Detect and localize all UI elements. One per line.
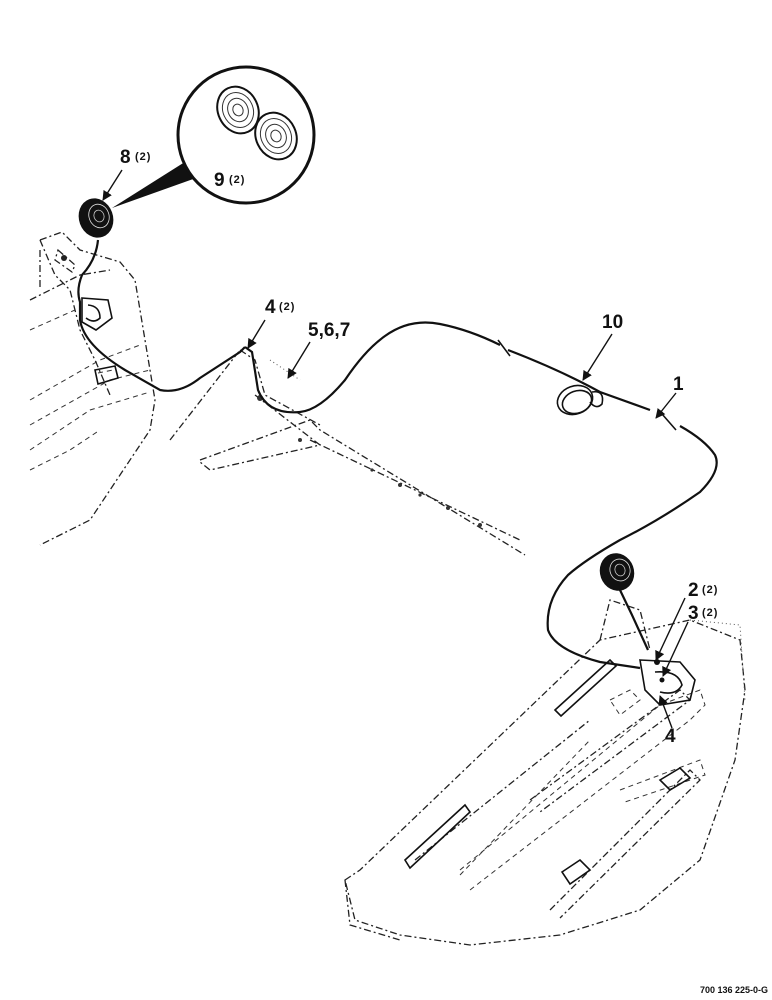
callout-8: 8 (2) xyxy=(120,147,151,168)
callout-3: 3 (2) xyxy=(688,603,718,624)
callout-3-qty: (2) xyxy=(702,607,718,619)
callout-9: 9 (2) xyxy=(214,170,245,191)
lens-detail-magnifier xyxy=(112,65,316,208)
left-lamp xyxy=(78,198,114,238)
callout-10-number: 10 xyxy=(602,312,623,333)
callout-2-number: 2 xyxy=(688,580,699,601)
leader-lines xyxy=(102,169,689,729)
left-frame-structure xyxy=(29,231,156,546)
callout-10: 10 xyxy=(602,312,623,333)
callout-4-top-number: 4 xyxy=(265,297,276,318)
right-lamp xyxy=(599,553,635,591)
callout-1: 1 xyxy=(673,374,684,395)
callout-4-bottom-number: 4 xyxy=(665,726,676,747)
lens-right-icon xyxy=(254,111,298,161)
callout-4-top: 4 (2) xyxy=(265,297,295,318)
callout-8-qty: (2) xyxy=(135,151,151,163)
callout-5-6-7-number: 5,6,7 xyxy=(308,320,350,341)
callout-2: 2 (2) xyxy=(688,580,718,601)
callout-2-qty: (2) xyxy=(702,584,718,596)
callout-4-top-qty: (2) xyxy=(279,301,295,313)
center-frame-rail xyxy=(169,349,526,556)
callout-1-number: 1 xyxy=(673,374,684,395)
wiring-harness xyxy=(77,239,718,670)
callout-5-6-7: 5,6,7 xyxy=(308,320,350,341)
callout-8-number: 8 xyxy=(120,147,131,168)
lens-left-icon xyxy=(216,85,260,135)
right-divider-structure xyxy=(344,599,746,946)
callout-4-bottom: 4 xyxy=(665,726,676,747)
callout-9-number: 9 xyxy=(214,170,225,191)
callout-9-qty: (2) xyxy=(229,174,245,186)
callout-3-number: 3 xyxy=(688,603,699,624)
drawing-part-number: 700 136 225-0-G xyxy=(700,985,768,995)
